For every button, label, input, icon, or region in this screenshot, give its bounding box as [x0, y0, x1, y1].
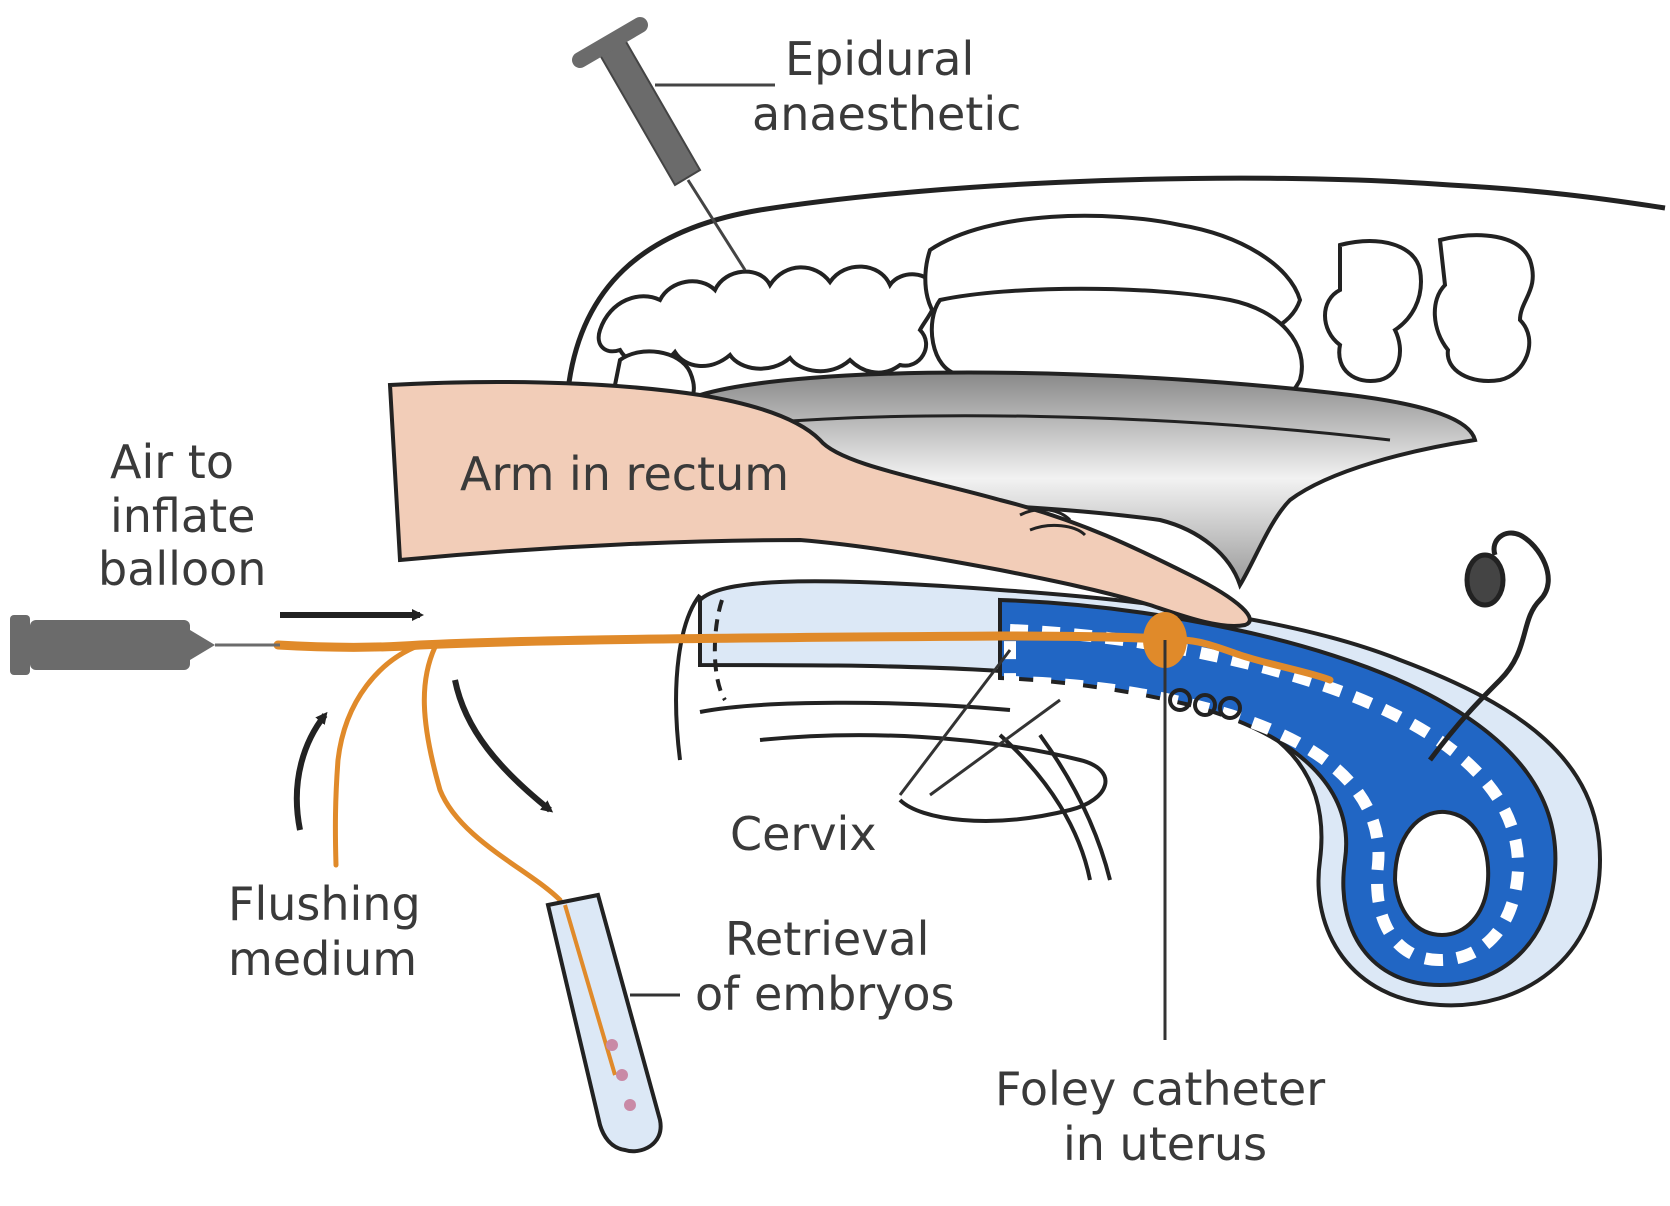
- air-syringe: [10, 615, 280, 675]
- retrieval-arrow: [455, 680, 550, 810]
- label-arm: Arm in rectum: [460, 447, 789, 501]
- label-retrieval-line2: of embryos: [695, 967, 955, 1021]
- label-flushing-line2: medium: [228, 932, 417, 986]
- label-epidural-line2: anaesthetic: [752, 87, 1021, 141]
- label-air-line2: inflate: [110, 489, 255, 543]
- label-foley-line1: Foley catheter: [995, 1062, 1325, 1116]
- label-epidural-line1: Epidural: [785, 32, 974, 86]
- cervix-leader-1: [900, 650, 1010, 795]
- label-cervix: Cervix: [730, 807, 877, 861]
- label-retrieval-line1: Retrieval: [725, 912, 929, 966]
- test-tube: [548, 895, 661, 1151]
- label-air-line1: Air to: [110, 435, 234, 489]
- label-foley-line2: in uterus: [1063, 1117, 1267, 1171]
- label-air-line3: balloon: [98, 542, 266, 596]
- label-flushing-line1: Flushing: [228, 877, 421, 931]
- flushing-arrow: [297, 715, 325, 830]
